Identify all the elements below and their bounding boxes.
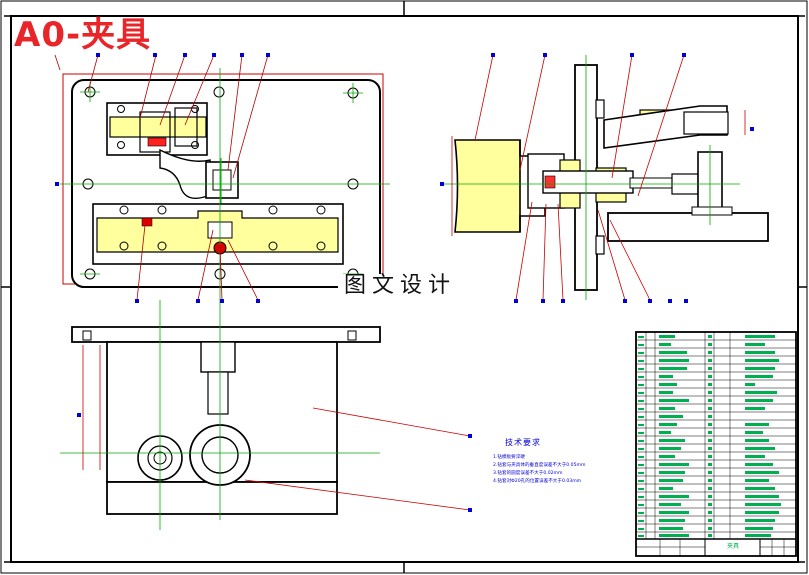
front-view xyxy=(60,300,471,530)
sheet-label: 图文设计 xyxy=(338,273,463,299)
technical-notes-heading: 技术要求 xyxy=(505,438,541,447)
technical-notes: 技术要求 1.钻模板要淬硬 2.钻套与夹具体的垂直度误差不大于0.05mm 3.… xyxy=(493,437,585,486)
part-balloons xyxy=(55,53,754,512)
technical-note-item: 1.钻模板要淬硬 xyxy=(493,455,525,460)
technical-note-item: 2.钻套与夹具体的垂直度误差不大于0.05mm xyxy=(493,463,586,468)
top-view xyxy=(54,54,390,301)
technical-note-item: 4.钻套对Φ20孔的位置误差不大于0.03mm xyxy=(493,479,582,484)
title-block-name: 夹具 xyxy=(727,542,739,550)
side-view xyxy=(440,54,769,301)
sheet-title: A0-夹具 xyxy=(14,15,152,55)
parts-list-table xyxy=(635,331,797,557)
technical-note-item: 3.钻套的圆度误差不大于0.02mm xyxy=(493,471,563,476)
